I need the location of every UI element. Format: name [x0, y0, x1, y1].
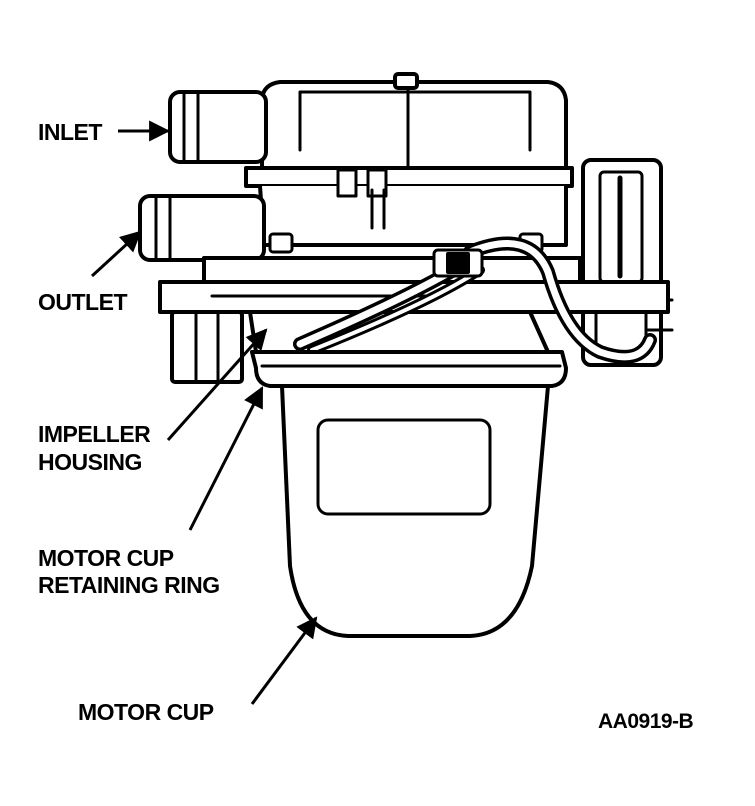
inlet-tube — [168, 90, 268, 164]
left-bracket — [170, 310, 244, 384]
label-motor-cup: MOTOR CUP — [78, 699, 214, 725]
label-inlet: INLET — [38, 119, 102, 145]
wire-harness — [293, 236, 657, 364]
leader-lines — [90, 120, 318, 705]
figure-code: AA0919-B — [598, 710, 694, 733]
pump-illustration — [138, 72, 674, 638]
pump-cover — [244, 72, 574, 247]
label-ring-line1: MOTOR CUP — [38, 545, 174, 571]
ring-arrow — [188, 386, 264, 531]
label-impeller-line1: IMPELLER — [38, 421, 151, 447]
outlet-arrow — [90, 230, 142, 278]
callout-labels: INLET OUTLET IMPELLER HOUSING MOTOR CUP … — [38, 119, 694, 733]
electrical-connector — [581, 158, 674, 367]
retaining-ring — [250, 350, 568, 388]
motor-cup-shape — [280, 384, 550, 638]
outlet-tube — [138, 194, 266, 262]
label-impeller-line2: HOUSING — [38, 449, 142, 475]
impeller-arrow — [166, 328, 268, 441]
motor-cup-arrow — [250, 616, 318, 705]
label-ring-line2: RETAINING RING — [38, 572, 220, 598]
label-outlet: OUTLET — [38, 289, 127, 315]
